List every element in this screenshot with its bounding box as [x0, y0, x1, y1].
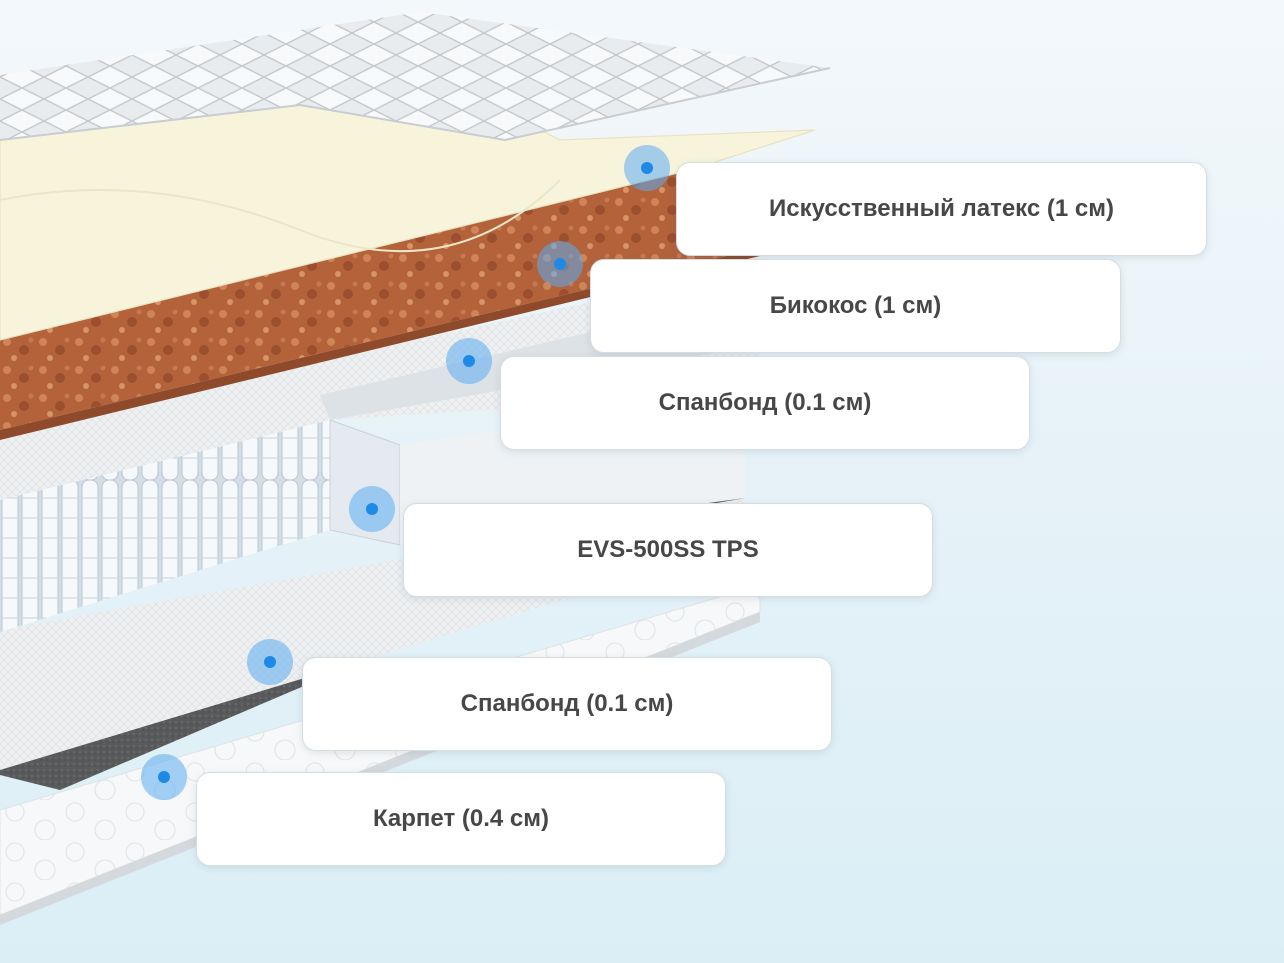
layer-label-text: Спанбонд (0.1 см)	[658, 389, 872, 416]
marker-bicocos-dot[interactable]	[537, 241, 583, 287]
layer-label-spunbond-upper[interactable]: Спанбонд (0.1 см)	[500, 356, 1030, 450]
marker-carpet-dot[interactable]	[141, 754, 187, 800]
layer-label-bicocos[interactable]: Бикокос (1 см)	[590, 259, 1121, 353]
layer-label-latex[interactable]: Искусственный латекс (1 см)	[676, 162, 1207, 256]
marker-latex-dot[interactable]	[624, 145, 670, 191]
layer-label-text: Спанбонд (0.1 см)	[460, 690, 674, 717]
layer-label-text: EVS-500SS TPS	[577, 536, 759, 563]
layer-label-text: Искусственный латекс (1 см)	[768, 195, 1114, 222]
marker-springs-dot[interactable]	[349, 486, 395, 532]
layer-label-springs[interactable]: EVS-500SS TPS	[403, 503, 933, 597]
layer-label-text: Карпет (0.4 см)	[372, 805, 549, 832]
quilted-cover	[0, 12, 830, 140]
layer-label-carpet[interactable]: Карпет (0.4 см)	[196, 772, 726, 866]
coconut-layer	[0, 170, 760, 430]
marker-spunbond-upper-dot[interactable]	[446, 338, 492, 384]
spring-block	[0, 420, 330, 632]
layer-label-text: Бикокос (1 см)	[769, 292, 942, 319]
marker-spunbond-lower-dot[interactable]	[247, 639, 293, 685]
layer-label-spunbond-lower[interactable]: Спанбонд (0.1 см)	[302, 657, 832, 751]
